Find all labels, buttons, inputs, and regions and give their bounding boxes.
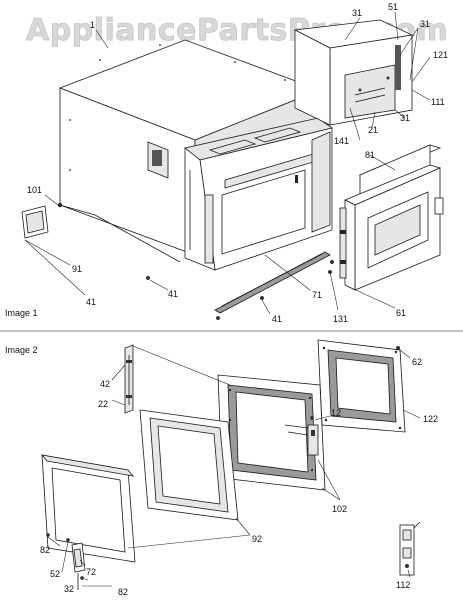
label-41a: 41: [86, 297, 96, 307]
label-141: 141: [334, 136, 349, 146]
label-31a: 31: [352, 8, 362, 18]
screw-41d: [216, 316, 220, 320]
inner-choke-92: [139, 409, 239, 521]
label-112: 112: [396, 580, 410, 590]
control-module-box: [293, 19, 414, 126]
small-cover-91: [21, 205, 49, 239]
door-frame-102: [217, 374, 326, 491]
handle-72: [71, 542, 86, 590]
label-1: 1: [90, 20, 95, 30]
leaders-image2: [47, 345, 421, 587]
label-61: 61: [396, 308, 406, 318]
image2-group: Image 2: [5, 339, 438, 597]
leaders-image1: [24, 11, 431, 315]
label-102: 102: [332, 504, 347, 514]
label-101: 101: [27, 185, 42, 195]
label-92: 92: [252, 534, 262, 544]
label-81: 81: [365, 150, 375, 160]
label-71: 71: [312, 290, 322, 300]
door-assembly-image1: [339, 164, 444, 291]
section-label-image1: Image 1: [5, 308, 38, 318]
label-31c: 31: [400, 113, 410, 123]
label-122: 122: [423, 414, 438, 424]
label-111: 111: [431, 97, 445, 107]
section-label-image2: Image 2: [5, 345, 38, 355]
screw-12: [310, 416, 314, 420]
oven-cavity: [184, 117, 333, 271]
image1-group: 1 31 51 31 121 111 31 21 141 81 101 91 4…: [5, 2, 448, 324]
latch-switch-112: [399, 521, 421, 576]
labels-image1: 1 31 51 31 121 111 31 21 141 81 101 91 4…: [5, 2, 448, 324]
label-21: 21: [368, 125, 378, 135]
screw-41c: [260, 296, 264, 300]
screw-82a: [46, 533, 50, 537]
label-12: 12: [331, 408, 341, 418]
screw-41b: [146, 276, 150, 280]
label-51: 51: [388, 2, 398, 12]
screw-101: [57, 202, 63, 208]
labels-image2: 62 42 22 12 122 102 92 82 52 72 32 82 11…: [40, 357, 438, 597]
label-82a: 82: [40, 545, 50, 555]
label-82b: 82: [118, 587, 128, 597]
screw-62: [396, 346, 400, 350]
label-91: 91: [72, 264, 82, 274]
label-131: 131: [333, 314, 348, 324]
label-72: 72: [86, 567, 96, 577]
screw-131b: [330, 260, 334, 264]
label-32: 32: [64, 584, 74, 594]
label-42: 42: [100, 379, 110, 389]
label-41c: 41: [272, 314, 282, 324]
outer-door-panel-122: [317, 339, 406, 433]
label-41b: 41: [168, 289, 178, 299]
label-31b: 31: [420, 19, 430, 29]
bottom-trim-strip: [214, 251, 331, 314]
label-121: 121: [433, 50, 448, 60]
label-52: 52: [50, 569, 60, 579]
hinge-bracket-22: [124, 344, 134, 414]
front-door-trim: [40, 454, 136, 563]
screw-52: [66, 538, 70, 542]
label-62: 62: [412, 357, 422, 367]
label-22: 22: [98, 399, 108, 409]
